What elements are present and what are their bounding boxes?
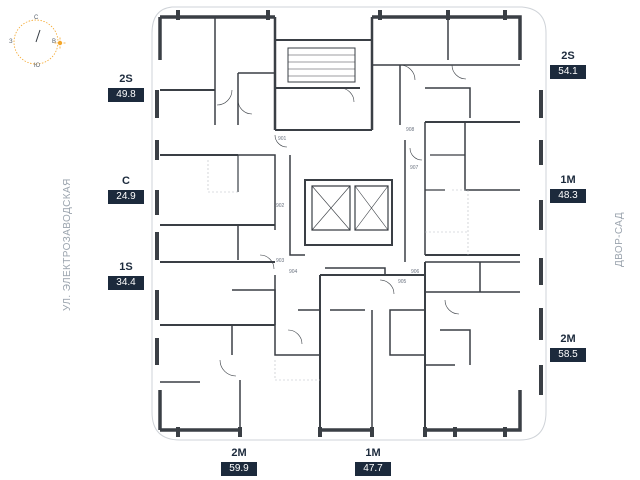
apartment-number-902: 902 — [276, 203, 285, 209]
sun-icon — [54, 37, 66, 49]
unit-type-label: 1M — [550, 171, 586, 189]
unit-area-label: 49.8 — [108, 88, 144, 102]
unit-tag-2s-left[interactable]: 2S 49.8 — [108, 70, 144, 102]
apartment-number-903: 903 — [276, 258, 285, 264]
compass: С В Ю З — [9, 15, 66, 69]
apartment-numbers: 901 902 903 904 905 906 907 908 — [276, 127, 420, 285]
unit-area-label: 48.3 — [550, 189, 586, 203]
compass-east-label: В — [52, 39, 56, 45]
apartment-number-904: 904 — [289, 269, 298, 275]
apartment-number-906: 906 — [411, 269, 420, 275]
unit-type-label: 2M — [550, 330, 586, 348]
apartment-number-901: 901 — [278, 136, 287, 142]
unit-type-label: C — [108, 172, 144, 190]
unit-type-label: 2S — [550, 47, 586, 65]
unit-tag-1m-right[interactable]: 1M 48.3 — [550, 171, 586, 203]
unit-type-label: 1M — [355, 444, 391, 462]
compass-west-label: З — [9, 39, 13, 45]
dashed-zones — [207, 160, 469, 381]
unit-tag-2m-right[interactable]: 2M 58.5 — [550, 330, 586, 362]
unit-tag-2m-bottom[interactable]: 2M 59.9 — [221, 444, 257, 476]
building-outline — [151, 6, 547, 441]
unit-area-label: 24.9 — [108, 190, 144, 204]
apartment-number-907: 907 — [410, 165, 419, 171]
apartment-number-905: 905 — [398, 279, 407, 285]
apartment-number-908: 908 — [406, 127, 415, 133]
compass-north-label: С — [34, 15, 39, 21]
unit-area-label: 54.1 — [550, 65, 586, 79]
unit-area-label: 59.9 — [221, 462, 257, 476]
unit-type-label: 1S — [108, 258, 144, 276]
unit-area-label: 34.4 — [108, 276, 144, 290]
unit-type-label: 2M — [221, 444, 257, 462]
door-swings — [216, 64, 467, 377]
unit-type-label: 2S — [108, 70, 144, 88]
unit-tag-c-left[interactable]: C 24.9 — [108, 172, 144, 204]
unit-tag-2s-right[interactable]: 2S 54.1 — [550, 47, 586, 79]
unit-tag-1m-bottom[interactable]: 1M 47.7 — [355, 444, 391, 476]
compass-south-label: Ю — [34, 63, 40, 69]
unit-area-label: 47.7 — [355, 462, 391, 476]
unit-tag-1s-left[interactable]: 1S 34.4 — [108, 258, 144, 290]
walls — [155, 10, 543, 437]
unit-area-label: 58.5 — [550, 348, 586, 362]
